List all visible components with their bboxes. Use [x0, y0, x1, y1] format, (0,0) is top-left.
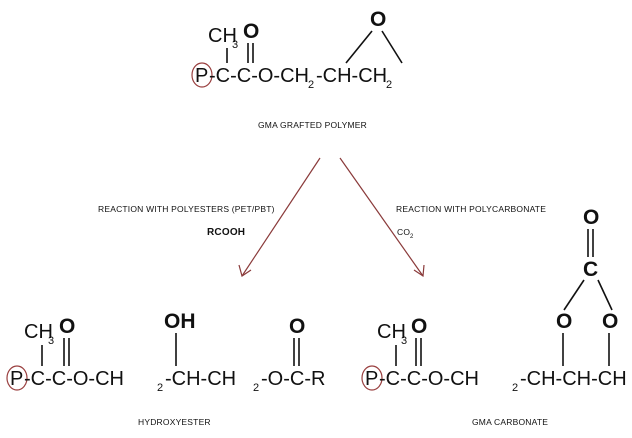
- chain-subscript-2: 2: [386, 79, 392, 91]
- carbonate-methyl-subscript: 3: [401, 335, 407, 347]
- polymer-backbone-circle: [191, 62, 213, 88]
- reaction-arrows: [238, 157, 425, 278]
- carbonate-subscript-1: 2: [512, 382, 518, 394]
- top-caption: GMA GRAFTED POLYMER: [258, 120, 367, 130]
- arrow-left-head: [238, 264, 252, 277]
- carbonate-ring-carbon: C: [583, 258, 598, 281]
- left-reagent: RCOOH: [207, 227, 245, 238]
- hydroxyester-chain-b: -CH-CH: [165, 368, 236, 390]
- arrow-left: [241, 157, 321, 277]
- epoxide-bond-left: [345, 30, 373, 64]
- hydroxyester-chain-a: -C-C-O-CH: [24, 368, 124, 390]
- carbonate-polymer-symbol: P: [365, 368, 378, 390]
- hydroxyester-polymer-symbol: P: [10, 368, 23, 390]
- hydroxyester-chain-c: -O-C-R: [261, 368, 325, 390]
- hydroxyester-caption: HYDROXYESTER: [138, 417, 211, 427]
- carbonate-ring-bond-left-top: [563, 279, 585, 311]
- gma-carbonate-structure: P -C-C-O-CH 2 -CH-CH-CH CH 3 O O C O O G…: [361, 206, 627, 427]
- methyl-group: CH: [208, 25, 237, 47]
- hydroxyester-structure: P -C-C-O-CH 2 -CH-CH 2 -O-C-R CH 3 O OH …: [6, 310, 325, 427]
- arrow-right-head: [413, 264, 425, 278]
- carbonate-ring-oxygen-right: O: [602, 310, 618, 333]
- right-reaction-label: REACTION WITH POLYCARBONATE: [396, 204, 546, 214]
- carbonate-chain-b: -CH-CH-CH: [520, 368, 627, 390]
- carbonyl-oxygen: O: [243, 20, 259, 43]
- carbonate-polymer-circle: [361, 365, 383, 391]
- chain-subscript-1: 2: [308, 79, 314, 91]
- ch-chain: -CH-CH: [316, 65, 387, 87]
- carbonate-chain-a: -C-C-O-CH: [379, 368, 479, 390]
- hydroxyester-methyl: CH: [24, 321, 53, 343]
- reaction-labels: REACTION WITH POLYESTERS (PET/PBT) RCOOH…: [98, 204, 546, 240]
- hydroxyester-subscript-1: 2: [157, 382, 163, 394]
- hydroxyester-polymer-circle: [6, 365, 28, 391]
- carbonate-caption: GMA CARBONATE: [472, 417, 548, 427]
- carbonate-carbonyl-oxygen: O: [411, 315, 427, 338]
- right-reagent: CO: [397, 227, 410, 237]
- ester-carbonyl-oxygen: O: [289, 315, 305, 338]
- carbonate-methyl: CH: [377, 321, 406, 343]
- polymer-symbol: P: [195, 65, 208, 87]
- carbonate-exo-oxygen: O: [583, 206, 599, 229]
- hydroxyl-group: OH: [164, 310, 196, 333]
- arrow-right: [339, 157, 424, 277]
- hydroxyester-carbonyl-oxygen: O: [59, 315, 75, 338]
- epoxide-bond-right: [381, 30, 403, 64]
- hydroxyester-methyl-subscript: 3: [48, 335, 54, 347]
- right-reagent-subscript: 2: [410, 234, 414, 240]
- carbonate-ring-oxygen-left: O: [556, 310, 572, 333]
- gma-grafted-polymer-structure: P -C-C-O-CH 2 -CH-CH 2 CH 3 O O GMA GRAF…: [191, 8, 403, 130]
- hydroxyester-subscript-2: 2: [253, 382, 259, 394]
- ester-chain: -C-C-O-CH: [209, 65, 309, 87]
- left-reaction-label: REACTION WITH POLYESTERS (PET/PBT): [98, 204, 275, 214]
- methyl-subscript: 3: [232, 39, 238, 51]
- epoxide-oxygen: O: [370, 8, 386, 31]
- carbonate-ring-bond-right-top: [597, 279, 613, 311]
